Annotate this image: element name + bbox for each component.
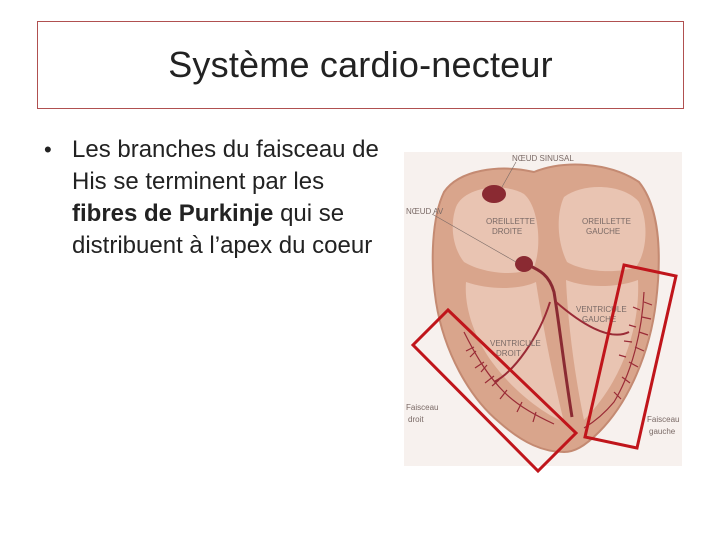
label-left-bundle-2: gauche bbox=[649, 427, 676, 436]
label-left-ventricle-2: GAUCHE bbox=[582, 315, 616, 324]
bullet-text: Les branches du faisceau de His se termi… bbox=[72, 134, 394, 262]
label-av-node: NŒUD AV bbox=[406, 207, 444, 216]
av-node bbox=[515, 256, 533, 272]
label-left-atrium-2: GAUCHE bbox=[586, 227, 620, 236]
title-frame: Système cardio-necteur bbox=[37, 21, 684, 109]
label-left-atrium-1: OREILLETTE bbox=[582, 217, 631, 226]
slide-title: Système cardio-necteur bbox=[168, 44, 553, 85]
label-right-ventricle-2: DROIT bbox=[496, 349, 521, 358]
left-atrium-chamber bbox=[558, 186, 646, 272]
label-left-ventricle-1: VENTRICULE bbox=[576, 305, 627, 314]
bullet-dot-icon: • bbox=[44, 137, 52, 162]
label-left-bundle-1: Faisceau bbox=[647, 415, 679, 424]
label-right-atrium-2: DROITE bbox=[492, 227, 522, 236]
label-right-bundle-1: Faisceau bbox=[406, 403, 438, 412]
bullet-text-part2: qui se distribuent à l’apex du coeur bbox=[72, 200, 373, 259]
bullet-list: • Les branches du faisceau de His se ter… bbox=[44, 134, 394, 262]
bullet-text-bold: fibres de Purkinje bbox=[72, 200, 274, 227]
label-right-bundle-2: droit bbox=[408, 415, 424, 424]
heart-conduction-diagram: NŒUD SINUSAL NŒUD AV OREILLETTE DROITE O… bbox=[404, 152, 682, 466]
right-atrium-chamber bbox=[452, 187, 539, 274]
label-sinus-node: NŒUD SINUSAL bbox=[512, 154, 574, 163]
label-right-ventricle-1: VENTRICULE bbox=[490, 339, 541, 348]
bullet-item: • Les branches du faisceau de His se ter… bbox=[44, 134, 394, 262]
label-right-atrium-1: OREILLETTE bbox=[486, 217, 535, 226]
sinus-node bbox=[482, 185, 506, 203]
bullet-text-part1: Les branches du faisceau de His se termi… bbox=[72, 136, 379, 195]
